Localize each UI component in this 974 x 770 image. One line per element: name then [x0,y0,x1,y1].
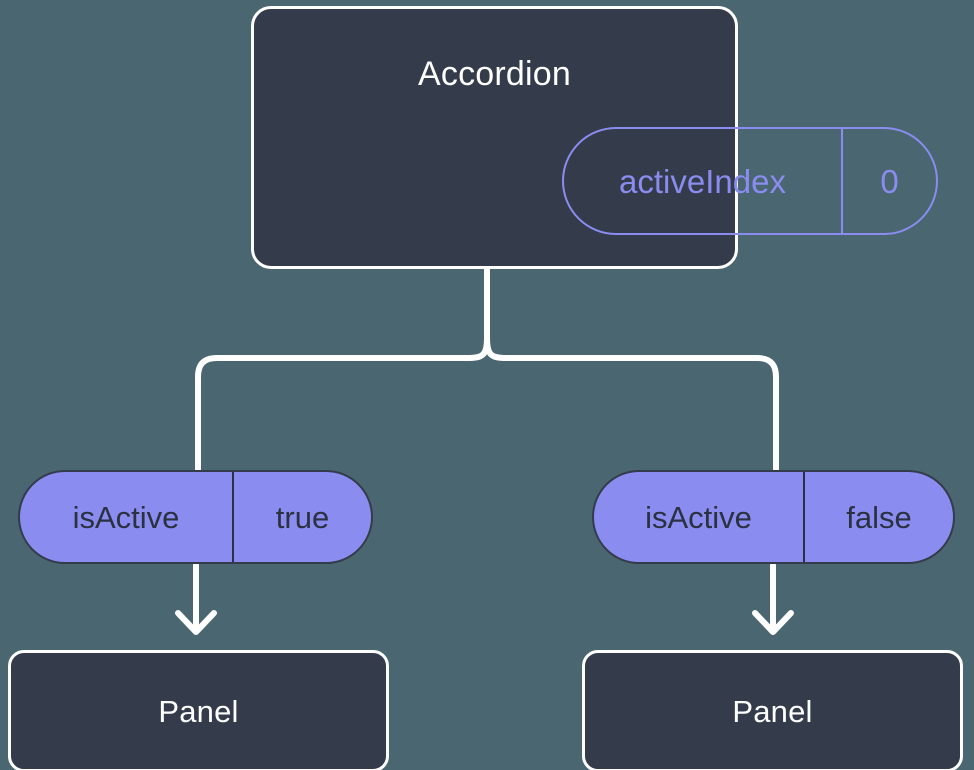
is-active-prop-pill-left[interactable]: isActive true [18,470,373,564]
accordion-title: Accordion [418,55,571,93]
is-active-key-left: isActive [20,472,234,562]
panel-title-left: Panel [158,693,239,729]
is-active-key-right: isActive [594,472,805,562]
branch-line-left [195,335,490,473]
active-index-state-pill[interactable]: activeIndex 0 [562,127,938,235]
accordion-component-card[interactable]: Accordion activeIndex 0 [251,6,938,269]
is-active-value-right: false [846,499,912,535]
arrow-head-right [752,610,794,635]
arrow-head-left [175,610,217,635]
is-active-value-left: true [275,499,330,535]
panel-component-card-right[interactable]: Panel [582,650,963,770]
branch-line-right [484,335,779,473]
active-index-value: 0 [880,162,899,200]
is-active-prop-pill-right[interactable]: isActive false [592,470,955,564]
active-index-key: activeIndex [564,129,843,233]
panel-title-right: Panel [732,693,813,729]
panel-component-card-left[interactable]: Panel [8,650,389,770]
